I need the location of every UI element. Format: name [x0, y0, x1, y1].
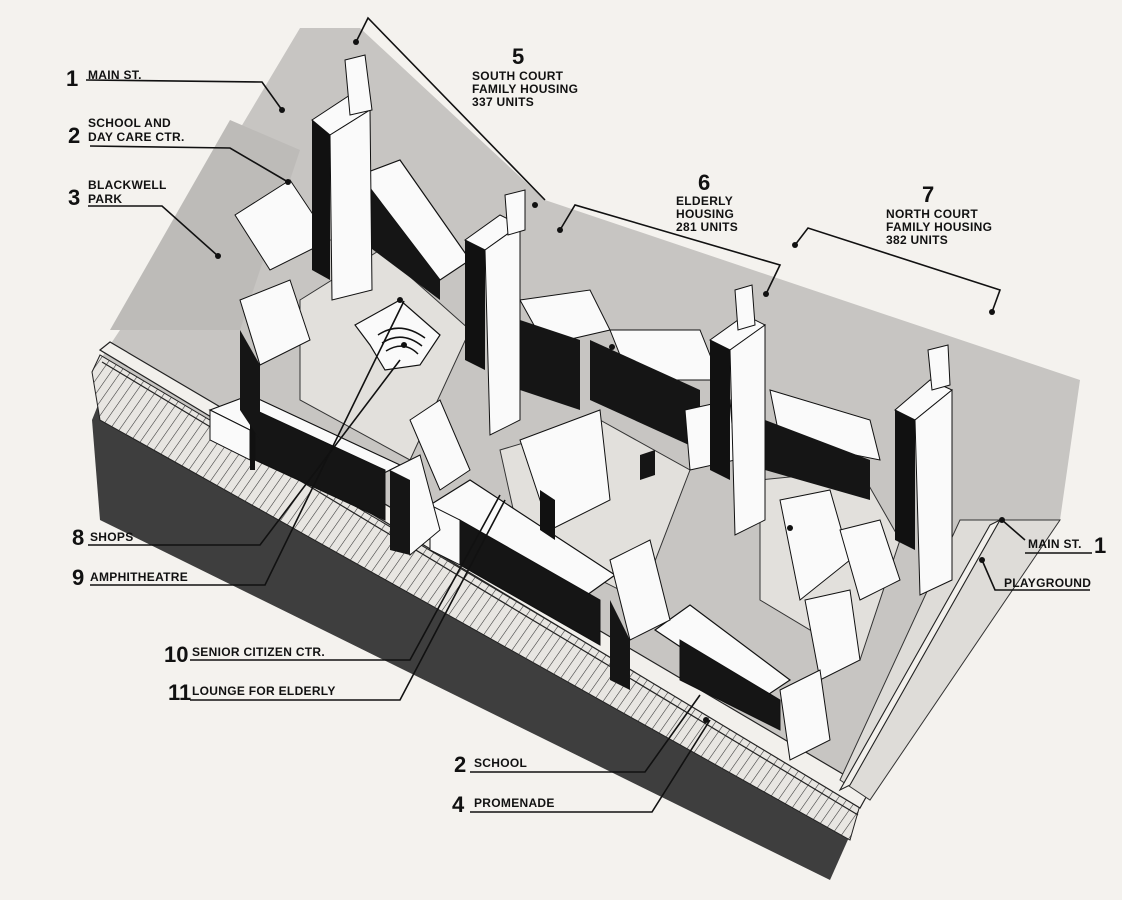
svg-text:PARK: PARK [88, 192, 122, 206]
label-main-st-right: MAIN ST. 1 [1025, 533, 1106, 558]
svg-text:FAMILY HOUSING: FAMILY HOUSING [886, 220, 992, 234]
svg-text:SCHOOL AND: SCHOOL AND [88, 116, 171, 130]
svg-text:AMPHITHEATRE: AMPHITHEATRE [90, 570, 188, 584]
svg-text:SOUTH COURT: SOUTH COURT [472, 69, 564, 83]
svg-text:9: 9 [72, 565, 84, 590]
label-lounge-for-elderly: 11 LOUNGE FOR ELDERLY [168, 680, 336, 705]
svg-text:2: 2 [454, 752, 466, 777]
svg-text:BLACKWELL: BLACKWELL [88, 178, 167, 192]
svg-text:NORTH COURT: NORTH COURT [886, 207, 978, 221]
svg-text:7: 7 [922, 182, 934, 207]
svg-text:MAIN ST.: MAIN ST. [1028, 537, 1082, 551]
svg-text:4: 4 [452, 792, 465, 817]
label-elderly-housing: 6 ELDERLY HOUSING 281 UNITS [676, 170, 738, 234]
svg-text:2: 2 [68, 123, 80, 148]
svg-text:11: 11 [168, 680, 191, 705]
svg-text:3: 3 [68, 185, 80, 210]
blackwell-park-area [110, 120, 300, 330]
svg-text:PROMENADE: PROMENADE [474, 796, 555, 810]
svg-text:6: 6 [698, 170, 710, 195]
svg-text:1: 1 [1094, 533, 1106, 558]
towers [311, 54, 953, 596]
label-playground: PLAYGROUND [1004, 576, 1091, 590]
svg-text:SHOPS: SHOPS [90, 530, 134, 544]
svg-text:281 UNITS: 281 UNITS [676, 220, 738, 234]
label-senior-citizen-ctr: 10 SENIOR CITIZEN CTR. [164, 642, 325, 667]
svg-text:382 UNITS: 382 UNITS [886, 233, 948, 247]
label-north-court: 7 NORTH COURT FAMILY HOUSING 382 UNITS [886, 182, 992, 247]
svg-text:1: 1 [66, 66, 78, 91]
main-street-road [838, 518, 1002, 792]
svg-text:DAY CARE CTR.: DAY CARE CTR. [88, 130, 185, 144]
label-main-st-left: 1 MAIN ST. [66, 66, 142, 91]
svg-text:337 UNITS: 337 UNITS [472, 95, 534, 109]
leader-lines [85, 16, 1090, 813]
label-promenade: 4 PROMENADE [452, 792, 555, 817]
svg-text:10: 10 [164, 642, 188, 667]
label-shops: 8 SHOPS [72, 525, 134, 550]
svg-text:PLAYGROUND: PLAYGROUND [1004, 576, 1091, 590]
svg-text:MAIN ST.: MAIN ST. [88, 68, 142, 82]
label-school: 2 SCHOOL [454, 752, 527, 777]
svg-text:HOUSING: HOUSING [676, 207, 734, 221]
svg-text:ELDERLY: ELDERLY [676, 194, 733, 208]
svg-text:LOUNGE FOR ELDERLY: LOUNGE FOR ELDERLY [192, 684, 336, 698]
label-south-court: 5 SOUTH COURT FAMILY HOUSING 337 UNITS [472, 44, 578, 109]
svg-text:FAMILY HOUSING: FAMILY HOUSING [472, 82, 578, 96]
svg-text:SCHOOL: SCHOOL [474, 756, 527, 770]
leader-dots [215, 39, 1005, 723]
label-amphitheatre: 9 AMPHITHEATRE [72, 565, 188, 590]
svg-text:SENIOR CITIZEN CTR.: SENIOR CITIZEN CTR. [192, 645, 325, 659]
river-hatch-band [91, 354, 861, 841]
svg-text:5: 5 [512, 44, 524, 69]
label-school-day-care: 2 SCHOOL AND DAY CARE CTR. [68, 116, 185, 148]
svg-text:8: 8 [72, 525, 84, 550]
label-blackwell-park: 3 BLACKWELL PARK [68, 178, 167, 210]
